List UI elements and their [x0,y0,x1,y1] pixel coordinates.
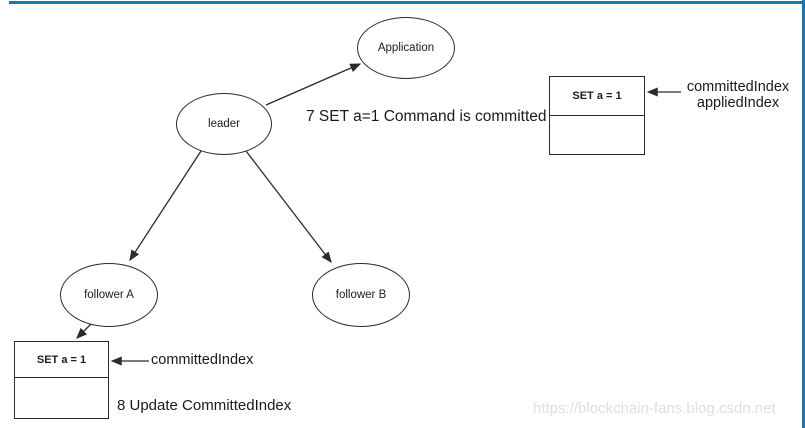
leader-log-empty-slot [550,116,644,154]
arrow-leader-to-follower-a [129,150,202,262]
follower-log-box: SET a = 1 [14,341,109,419]
leader-log-box: SET a = 1 [549,76,645,155]
node-follower-a: follower A [60,263,158,327]
node-follower-b-label: follower B [335,289,387,301]
applied-index-label: appliedIndex [696,94,780,111]
node-leader-label: leader [208,118,240,130]
leader-log-entry: SET a = 1 [550,77,644,116]
leader-log-pointer-label: committedIndex appliedIndex [678,79,798,111]
follower-log-empty-slot [15,378,108,418]
node-leader: leader [176,93,272,155]
follower-log-pointer-label: committedIndex [151,352,254,368]
step7-annotation: 7 SET a=1 Command is committed [306,108,547,125]
arrow-leader-to-application [265,63,362,106]
frame-top-border [9,1,805,4]
node-application-label: Application [377,42,435,54]
follower-log-entry: SET a = 1 [15,342,108,378]
frame-right-border [802,0,805,428]
watermark-text: https://blockchain-fans.blog.csdn.net [533,400,776,417]
committed-index-label: committedIndex [686,79,790,95]
step8-annotation: 8 Update CommittedIndex [117,397,292,414]
node-follower-b: follower B [312,263,410,327]
node-application: Application [357,17,455,79]
node-follower-a-label: follower A [84,289,134,301]
arrow-leader-to-follower-b [245,150,332,264]
